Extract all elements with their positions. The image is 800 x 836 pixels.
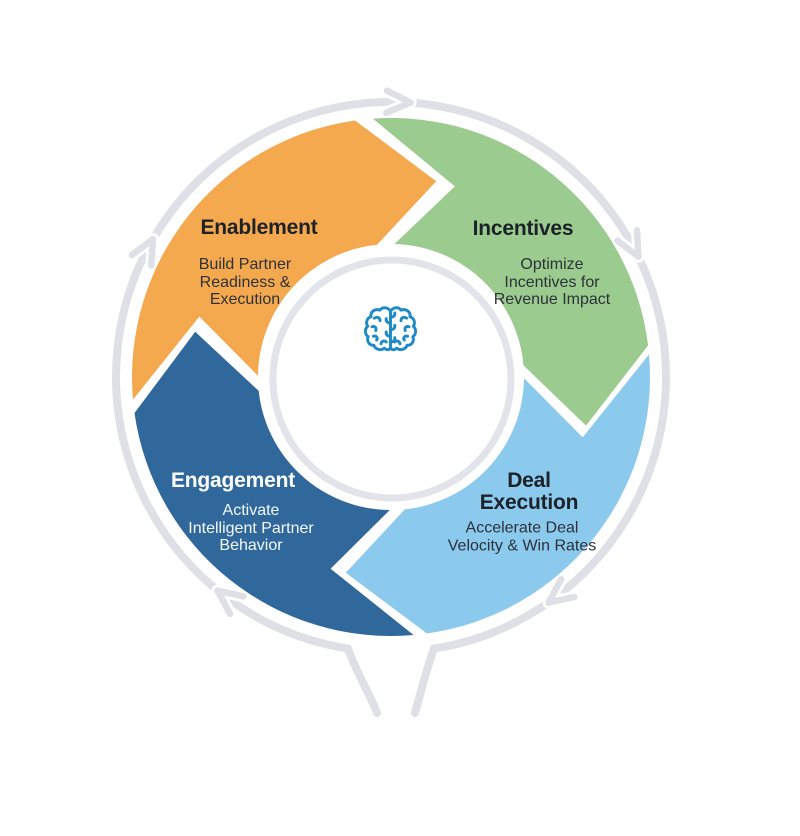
segment-title-deal-execution: Deal Execution [479, 469, 579, 514]
segment-enablement [132, 120, 437, 400]
flow-arrowhead [382, 87, 414, 116]
flow-arrowhead [214, 587, 247, 618]
segment-title-incentives: Incentives [472, 217, 574, 240]
outer-ring [112, 98, 670, 717]
segment-desc-incentives: Optimize Incentives for Revenue Impact [493, 255, 611, 308]
flow-arrowhead [614, 227, 642, 260]
segment-incentives [372, 117, 649, 426]
segment-desc-engagement: Activate Intelligent Partner Behavior [188, 501, 314, 554]
flow-arrows [125, 84, 645, 620]
flow-arrowhead [545, 576, 578, 606]
segment-engagement [134, 331, 414, 636]
segment-desc-enablement: Build Partner Readiness & Execution [198, 255, 292, 308]
flow-arrowhead [128, 235, 157, 269]
brain-icon [363, 306, 418, 352]
segment-deal-execution [345, 354, 650, 634]
segment-title-engagement: Engagement [170, 469, 296, 492]
center-circle [269, 256, 515, 502]
segment-desc-deal-execution: Accelerate Deal Velocity & Win Rates [447, 519, 597, 555]
segment-title-enablement: Enablement [200, 216, 318, 239]
